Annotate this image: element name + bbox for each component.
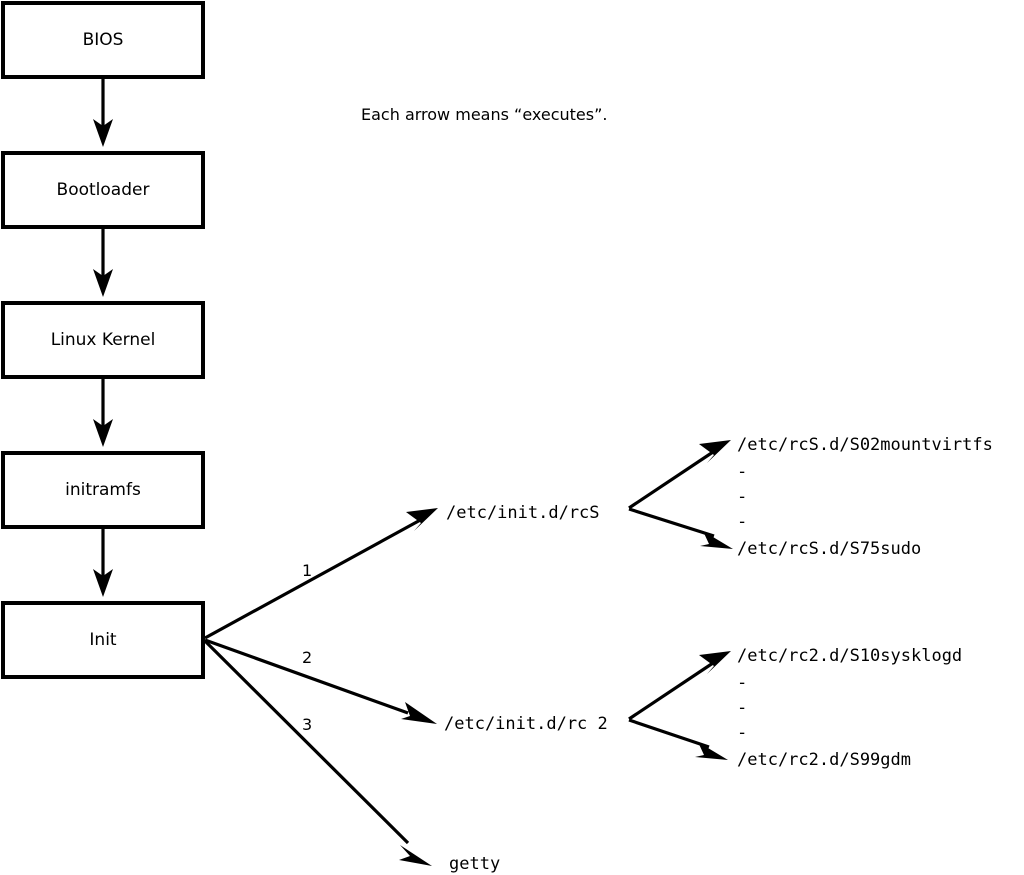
arrow-rc2-to-last-script <box>628 718 710 749</box>
arrow-init-to-rcs <box>204 516 425 640</box>
label-etc-initd-rcs: /etc/init.d/rcS <box>446 503 600 523</box>
arrowhead-rcs-to-first-script <box>699 440 731 463</box>
box-outline-init <box>1 601 205 679</box>
arrowhead-init-to-getty <box>399 845 432 866</box>
box-label-bios: BIOS <box>83 30 124 50</box>
box-label-initramfs: initramfs <box>65 480 141 500</box>
arrowhead-kernel-to-initramfs <box>93 419 113 447</box>
label-rcs-script-last: /etc/rcS.d/S75sudo <box>737 539 921 559</box>
label-rc2-ellipsis-2: - <box>737 698 747 718</box>
arrowhead-rc2-to-last-script <box>695 742 728 760</box>
arrowhead-rc2-to-first-script <box>699 651 731 674</box>
arrowhead-bios-to-bootloader <box>93 119 113 147</box>
box-outline-bootloader <box>1 151 205 229</box>
process-box-linux-kernel: Linux Kernel <box>1 301 205 379</box>
box-outline-bios <box>1 1 205 79</box>
arrow-rc2-to-first-script <box>628 659 717 721</box>
arrowhead-init-to-rcs <box>406 508 438 531</box>
rc2-subtree: /etc/rc2.d/S10sysklogd - - - /etc/rc2.d/… <box>628 646 962 770</box>
init-branch-3: 3 getty <box>203 639 500 874</box>
arrowhead-init-to-rc2 <box>401 702 437 724</box>
diagram-caption: Each arrow means “executes”. <box>361 105 607 124</box>
label-rc2-ellipsis-1: - <box>737 673 747 693</box>
process-box-initramfs: initramfs <box>1 451 205 529</box>
arrowhead-initramfs-to-init <box>93 569 113 597</box>
arrow-init-to-rc2 <box>204 638 409 715</box>
label-rc2-script-last: /etc/rc2.d/S99gdm <box>737 750 911 770</box>
rcs-subtree: /etc/rcS.d/S02mountvirtfs - - - /etc/rcS… <box>628 435 993 559</box>
arrowhead-bootloader-to-kernel <box>93 269 113 297</box>
label-etc-initd-rc2: /etc/init.d/rc 2 <box>444 714 608 734</box>
label-rcs-ellipsis-1: - <box>737 462 747 482</box>
arrow-rcs-to-last-script <box>628 507 715 538</box>
edge-number-2: 2 <box>302 648 312 667</box>
label-rcs-ellipsis-3: - <box>737 512 747 532</box>
process-box-init: Init <box>1 601 205 679</box>
box-outline-initramfs <box>1 451 205 529</box>
arrowhead-rcs-to-last-script <box>700 531 733 549</box>
init-branch-2: 2 /etc/init.d/rc 2 <box>204 638 608 734</box>
edge-number-1: 1 <box>302 561 312 580</box>
box-label-init: Init <box>89 630 117 650</box>
process-box-bios: BIOS <box>1 1 205 79</box>
box-label-bootloader: Bootloader <box>57 180 150 200</box>
label-rc2-script-first: /etc/rc2.d/S10sysklogd <box>737 646 962 666</box>
label-rcs-ellipsis-2: - <box>737 487 747 507</box>
label-rcs-script-first: /etc/rcS.d/S02mountvirtfs <box>737 435 993 455</box>
arrow-init-to-getty <box>203 639 410 845</box>
box-label-linux-kernel: Linux Kernel <box>51 330 156 350</box>
vertical-flow-arrows <box>93 77 113 597</box>
label-getty: getty <box>449 854 500 874</box>
label-rc2-ellipsis-3: - <box>737 723 747 743</box>
edge-number-3: 3 <box>302 715 312 734</box>
arrow-rcs-to-first-script <box>628 448 717 510</box>
process-box-bootloader: Bootloader <box>1 151 205 229</box>
init-branch-1: 1 /etc/init.d/rcS <box>204 503 600 640</box>
box-outline-linux-kernel <box>1 301 205 379</box>
